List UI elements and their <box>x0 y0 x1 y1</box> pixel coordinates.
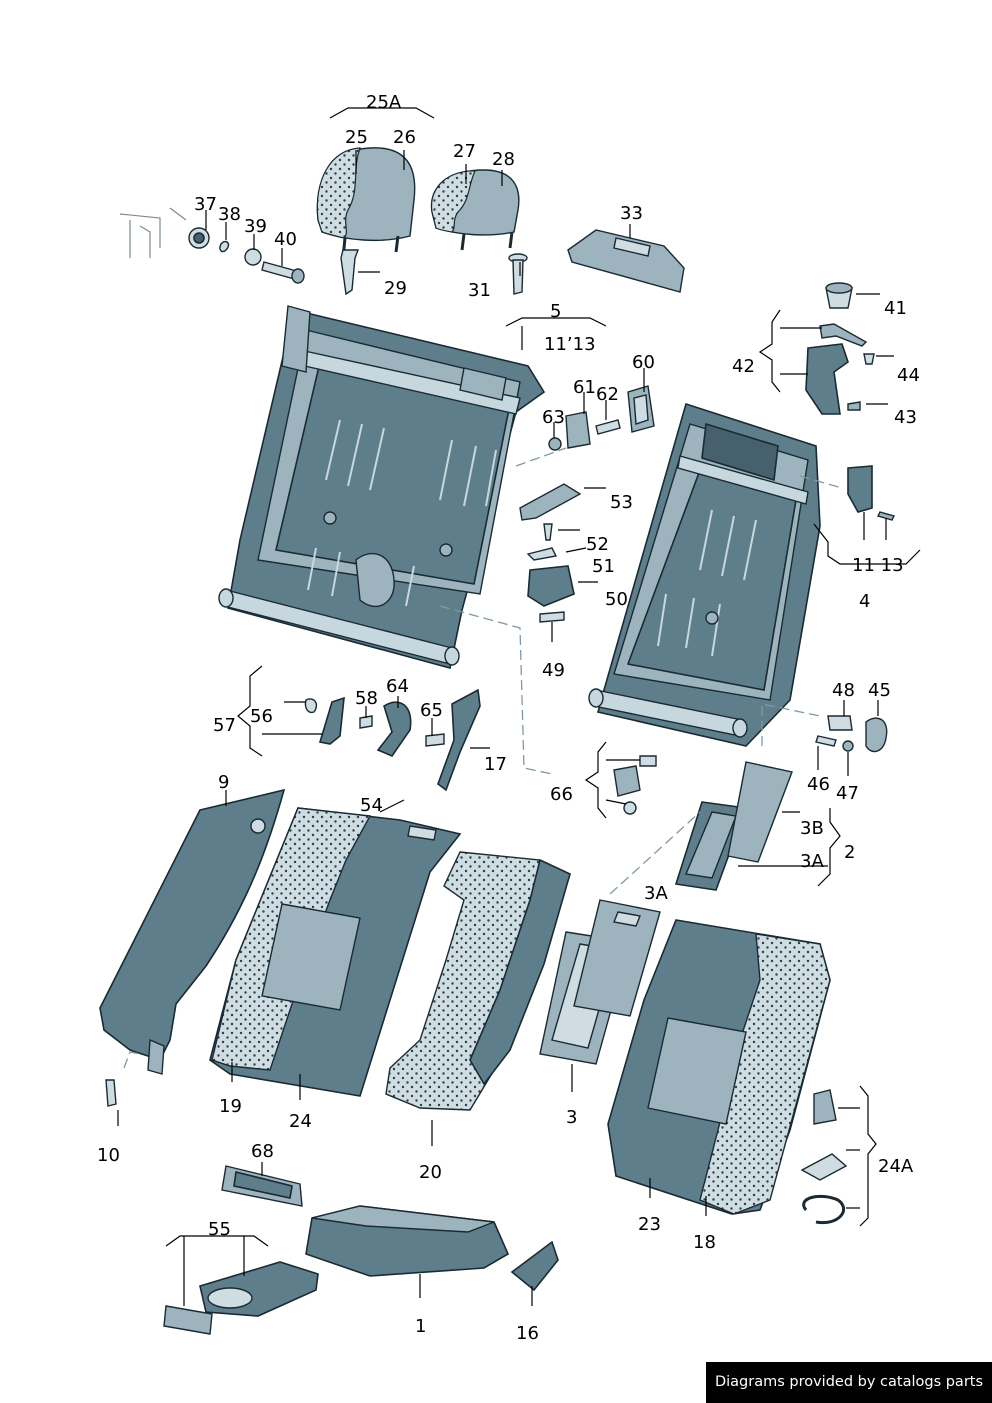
callout-68: 68 <box>251 1141 274 1162</box>
callout-66: 66 <box>550 784 573 805</box>
headrest-guide-31 <box>508 253 528 295</box>
headrest-guide-29 <box>340 249 360 296</box>
hinge-bracket-left <box>119 207 305 284</box>
leader-lines <box>117 107 921 1306</box>
clips-24A <box>800 1089 848 1225</box>
callout-40: 40 <box>274 229 297 250</box>
pivot-parts-45-48 <box>815 715 888 753</box>
callout-37: 37 <box>194 194 217 215</box>
callout-16: 16 <box>516 1323 539 1344</box>
callout-47: 47 <box>836 783 859 804</box>
headrest-right <box>430 169 520 251</box>
cover-3A-3B <box>674 761 793 891</box>
callout-48: 48 <box>832 680 855 701</box>
callout-24A: 24A <box>878 1156 914 1177</box>
backrest-frame-left <box>218 305 546 669</box>
callout-18: 18 <box>693 1232 716 1253</box>
cupholder-55 <box>163 1261 319 1335</box>
callout-5: 5 <box>550 301 561 322</box>
callout-10: 10 <box>97 1145 120 1166</box>
callout-64: 64 <box>386 676 409 697</box>
cover-3A-lower <box>573 899 661 1017</box>
callout-51: 51 <box>592 556 615 577</box>
headrest-left <box>316 147 416 259</box>
callout-31: 31 <box>468 280 491 301</box>
callout-46: 46 <box>807 774 830 795</box>
callout-55: 55 <box>208 1219 231 1240</box>
armrest-1 <box>305 1205 510 1277</box>
callout-56: 56 <box>250 706 273 727</box>
callout-54: 54 <box>360 795 383 816</box>
callout-27: 27 <box>453 141 476 162</box>
callout-19: 19 <box>219 1096 242 1117</box>
callout-2: 2 <box>844 842 855 863</box>
callout-62: 62 <box>596 384 619 405</box>
callout-1: 1 <box>415 1316 426 1337</box>
trim-16 <box>510 1240 559 1292</box>
callout-61: 61 <box>573 377 596 398</box>
callout-23: 23 <box>638 1214 661 1235</box>
callout-26: 26 <box>393 127 416 148</box>
callout-11-13-lower: 11 13 <box>852 555 904 576</box>
callout-50: 50 <box>605 589 628 610</box>
callout-3: 3 <box>566 1107 577 1128</box>
callout-43: 43 <box>894 407 917 428</box>
callout-28: 28 <box>492 149 515 170</box>
backrest-frame-right <box>588 402 821 747</box>
callout-3A-upper: 3A <box>800 851 824 872</box>
callout-29: 29 <box>384 278 407 299</box>
bracket-66 <box>613 755 657 815</box>
callout-24: 24 <box>289 1111 312 1132</box>
callout-58: 58 <box>355 688 378 709</box>
callout-53: 53 <box>610 492 633 513</box>
callout-20: 20 <box>419 1162 442 1183</box>
callout-4: 4 <box>859 591 870 612</box>
release-parts-56-65 <box>304 688 481 792</box>
bracket-68 <box>221 1165 303 1207</box>
callout-52: 52 <box>586 534 609 555</box>
backrest-pad-left <box>209 807 462 1097</box>
latch-parts-41-44 <box>805 282 896 521</box>
callout-labels: 25A 25 26 27 28 37 38 39 40 29 31 33 5 1… <box>97 92 920 1344</box>
callout-45: 45 <box>868 680 891 701</box>
callout-11-13-upper: 11’13 <box>544 334 596 355</box>
backrest-pad-right <box>607 919 831 1215</box>
callout-57: 57 <box>213 715 236 736</box>
callout-38: 38 <box>218 204 241 225</box>
callout-63: 63 <box>542 407 565 428</box>
callout-25A: 25A <box>366 92 402 113</box>
callout-3A-lower: 3A <box>644 883 668 904</box>
armrest-cover-33 <box>567 229 685 293</box>
callout-60: 60 <box>632 352 655 373</box>
callout-33: 33 <box>620 203 643 224</box>
credit-banner: Diagrams provided by catalogs parts <box>706 1362 992 1403</box>
center-hardware <box>519 385 655 623</box>
callout-65: 65 <box>420 700 443 721</box>
callout-42: 42 <box>732 356 755 377</box>
callout-17: 17 <box>484 754 507 775</box>
callout-9: 9 <box>218 772 229 793</box>
callout-44: 44 <box>897 365 920 386</box>
dashed-lines <box>123 447 843 1069</box>
callout-41: 41 <box>884 298 907 319</box>
callout-3B: 3B <box>800 818 824 839</box>
callout-39: 39 <box>244 216 267 237</box>
callout-25: 25 <box>345 127 368 148</box>
backrest-pad-center <box>385 851 571 1111</box>
callout-49: 49 <box>542 660 565 681</box>
side-trim-9 <box>99 788 286 1107</box>
